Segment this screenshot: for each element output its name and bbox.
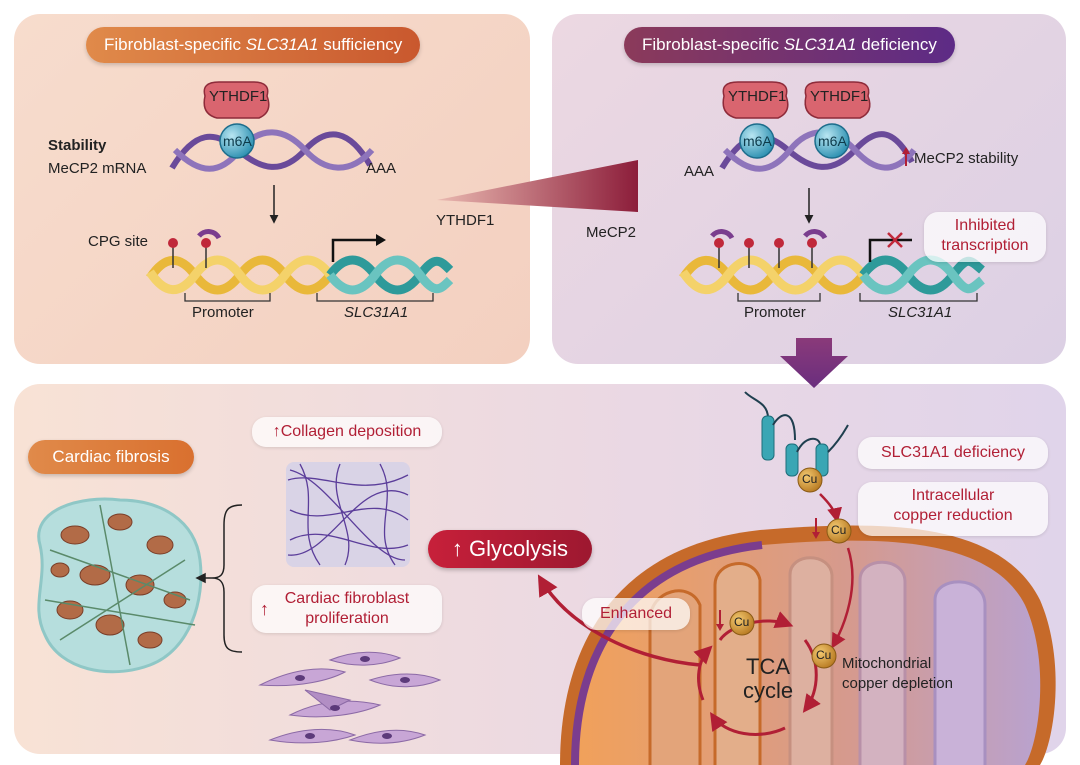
enhanced-arrow (537, 574, 701, 667)
deficiency-title-gene: SLC31A1 (783, 35, 857, 54)
proliferation-line2: proliferation (305, 610, 389, 627)
gene-label-left: SLC31A1 (344, 304, 409, 321)
deficiency-title-prefix: Fibroblast-specific (642, 35, 784, 54)
deficiency-title-suffix: deficiency (856, 35, 937, 54)
cpg-methyl-left (168, 229, 222, 268)
enhanced-label: Enhanced (599, 605, 673, 622)
promoter-bracket-right (737, 293, 978, 302)
dna-helix-left (146, 255, 454, 295)
fibroblast-proliferation-badge: ↑ Cardiac fibroblast proliferation (252, 585, 442, 633)
slc31a1-deficiency-label: SLC31A1 deficiency (880, 444, 1026, 461)
slc31a1-deficiency-badge: SLC31A1 deficiency (858, 437, 1048, 469)
glycolysis-label: Glycolysis (469, 536, 569, 561)
fibroblast-cells-illustration (258, 651, 442, 744)
mito-copper-depletion-label: Mitochondrial copper depletion (842, 654, 953, 694)
enhanced-badge: Enhanced (582, 598, 690, 630)
tss-arrow-blocked (868, 232, 912, 262)
m6a-label-left: m6A (223, 133, 252, 149)
inhibited-line2: transcription (941, 237, 1029, 254)
copper-reduction-line2: copper reduction (893, 507, 1013, 524)
mecp2-mrna-label: MeCP2 mRNA (48, 160, 147, 177)
tca-line2: cycle (742, 678, 794, 703)
gradient-ythdf1-label: YTHDF1 (436, 212, 495, 229)
dna-helix-right (679, 255, 985, 295)
slc31a1-transporter (744, 391, 849, 477)
sufficiency-title-suffix: sufficiency (318, 35, 403, 54)
cu-label-1: Cu (802, 472, 818, 486)
ythdf1-label-right-2: YTHDF1 (810, 88, 869, 105)
proliferation-line1: Cardiac fibroblast (284, 590, 410, 607)
ythdf1-protein-left (203, 81, 270, 119)
glycolysis-badge: ↑ Glycolysis (428, 530, 592, 568)
sufficiency-title-prefix: Fibroblast-specific (104, 35, 246, 54)
cu-label-3: Cu (734, 615, 750, 629)
outcome-bracket (195, 504, 243, 653)
tca-cycle-label: TCA cycle (738, 655, 798, 703)
mrna-strand-left (169, 129, 375, 172)
up-arrow-proliferation-icon: ↑ (260, 599, 269, 619)
copper-reduction-line1: Intracellular (911, 487, 995, 504)
cardiac-fibrosis-label: Cardiac fibrosis (28, 440, 194, 474)
transition-arrow (780, 338, 848, 388)
copper-flow-arrows (819, 493, 854, 649)
cpg-methyl-right (710, 229, 828, 268)
up-arrow-collagen-icon: ↑ (272, 423, 281, 440)
mito-depletion-line1: Mitochondrial (842, 655, 932, 672)
cu-label-4: Cu (816, 648, 832, 662)
m6a-mark-right-2 (814, 123, 850, 159)
polya-label-right: AAA (684, 163, 715, 180)
m6a-mark-left (219, 123, 255, 159)
fibroblast-nuclei (295, 656, 410, 739)
up-arrow-stability-icon (902, 147, 910, 166)
promoter-label-right: Promoter (744, 304, 806, 321)
inhibited-transcription-badge: Inhibited transcription (924, 212, 1046, 262)
sufficiency-title-gene: SLC31A1 (245, 35, 319, 54)
m6a-mark-right-1 (739, 123, 775, 159)
copper-reduction-badge: Intracellular copper reduction (858, 482, 1048, 536)
mecp2-stability-label: MeCP2 stability (914, 150, 1019, 167)
gradient-wedge (437, 160, 638, 212)
polya-label-left: AAA (366, 160, 397, 177)
gradient-mecp2-label: MeCP2 (586, 224, 637, 241)
copper-ions (729, 467, 852, 669)
ythdf1-protein-right (722, 81, 871, 119)
collagen-mesh-illustration (286, 462, 410, 567)
sufficiency-panel (14, 14, 530, 364)
mito-depletion-line2: copper depletion (842, 675, 953, 692)
cpg-site-label: CPG site (88, 233, 149, 250)
promoter-label-left: Promoter (192, 304, 254, 321)
collagen-deposition-badge: ↑Collagen deposition (252, 417, 442, 447)
sufficiency-title: Fibroblast-specific SLC31A1 sufficiency (86, 27, 421, 63)
tca-line1: TCA (746, 654, 790, 679)
up-arrow-glycolysis-icon: ↑ (451, 536, 470, 561)
tss-arrow-left (331, 234, 386, 262)
ythdf1-label-left: YTHDF1 (209, 88, 268, 105)
fibrotic-tissue-illustration (37, 497, 203, 674)
m6a-label-right-1: m6A (743, 133, 772, 149)
cu-label-2: Cu (831, 523, 847, 537)
inhibited-line1: Inhibited (954, 217, 1016, 234)
stability-label: Stability (48, 137, 107, 154)
down-arrow-cu-icon (716, 518, 820, 631)
m6a-label-right-2: m6A (818, 133, 847, 149)
collagen-deposition-label: Collagen deposition (280, 423, 422, 440)
ythdf1-label-right-1: YTHDF1 (728, 88, 787, 105)
gene-label-right: SLC31A1 (888, 304, 953, 321)
deficiency-title: Fibroblast-specific SLC31A1 deficiency (624, 27, 955, 63)
promoter-bracket-left (184, 293, 434, 302)
